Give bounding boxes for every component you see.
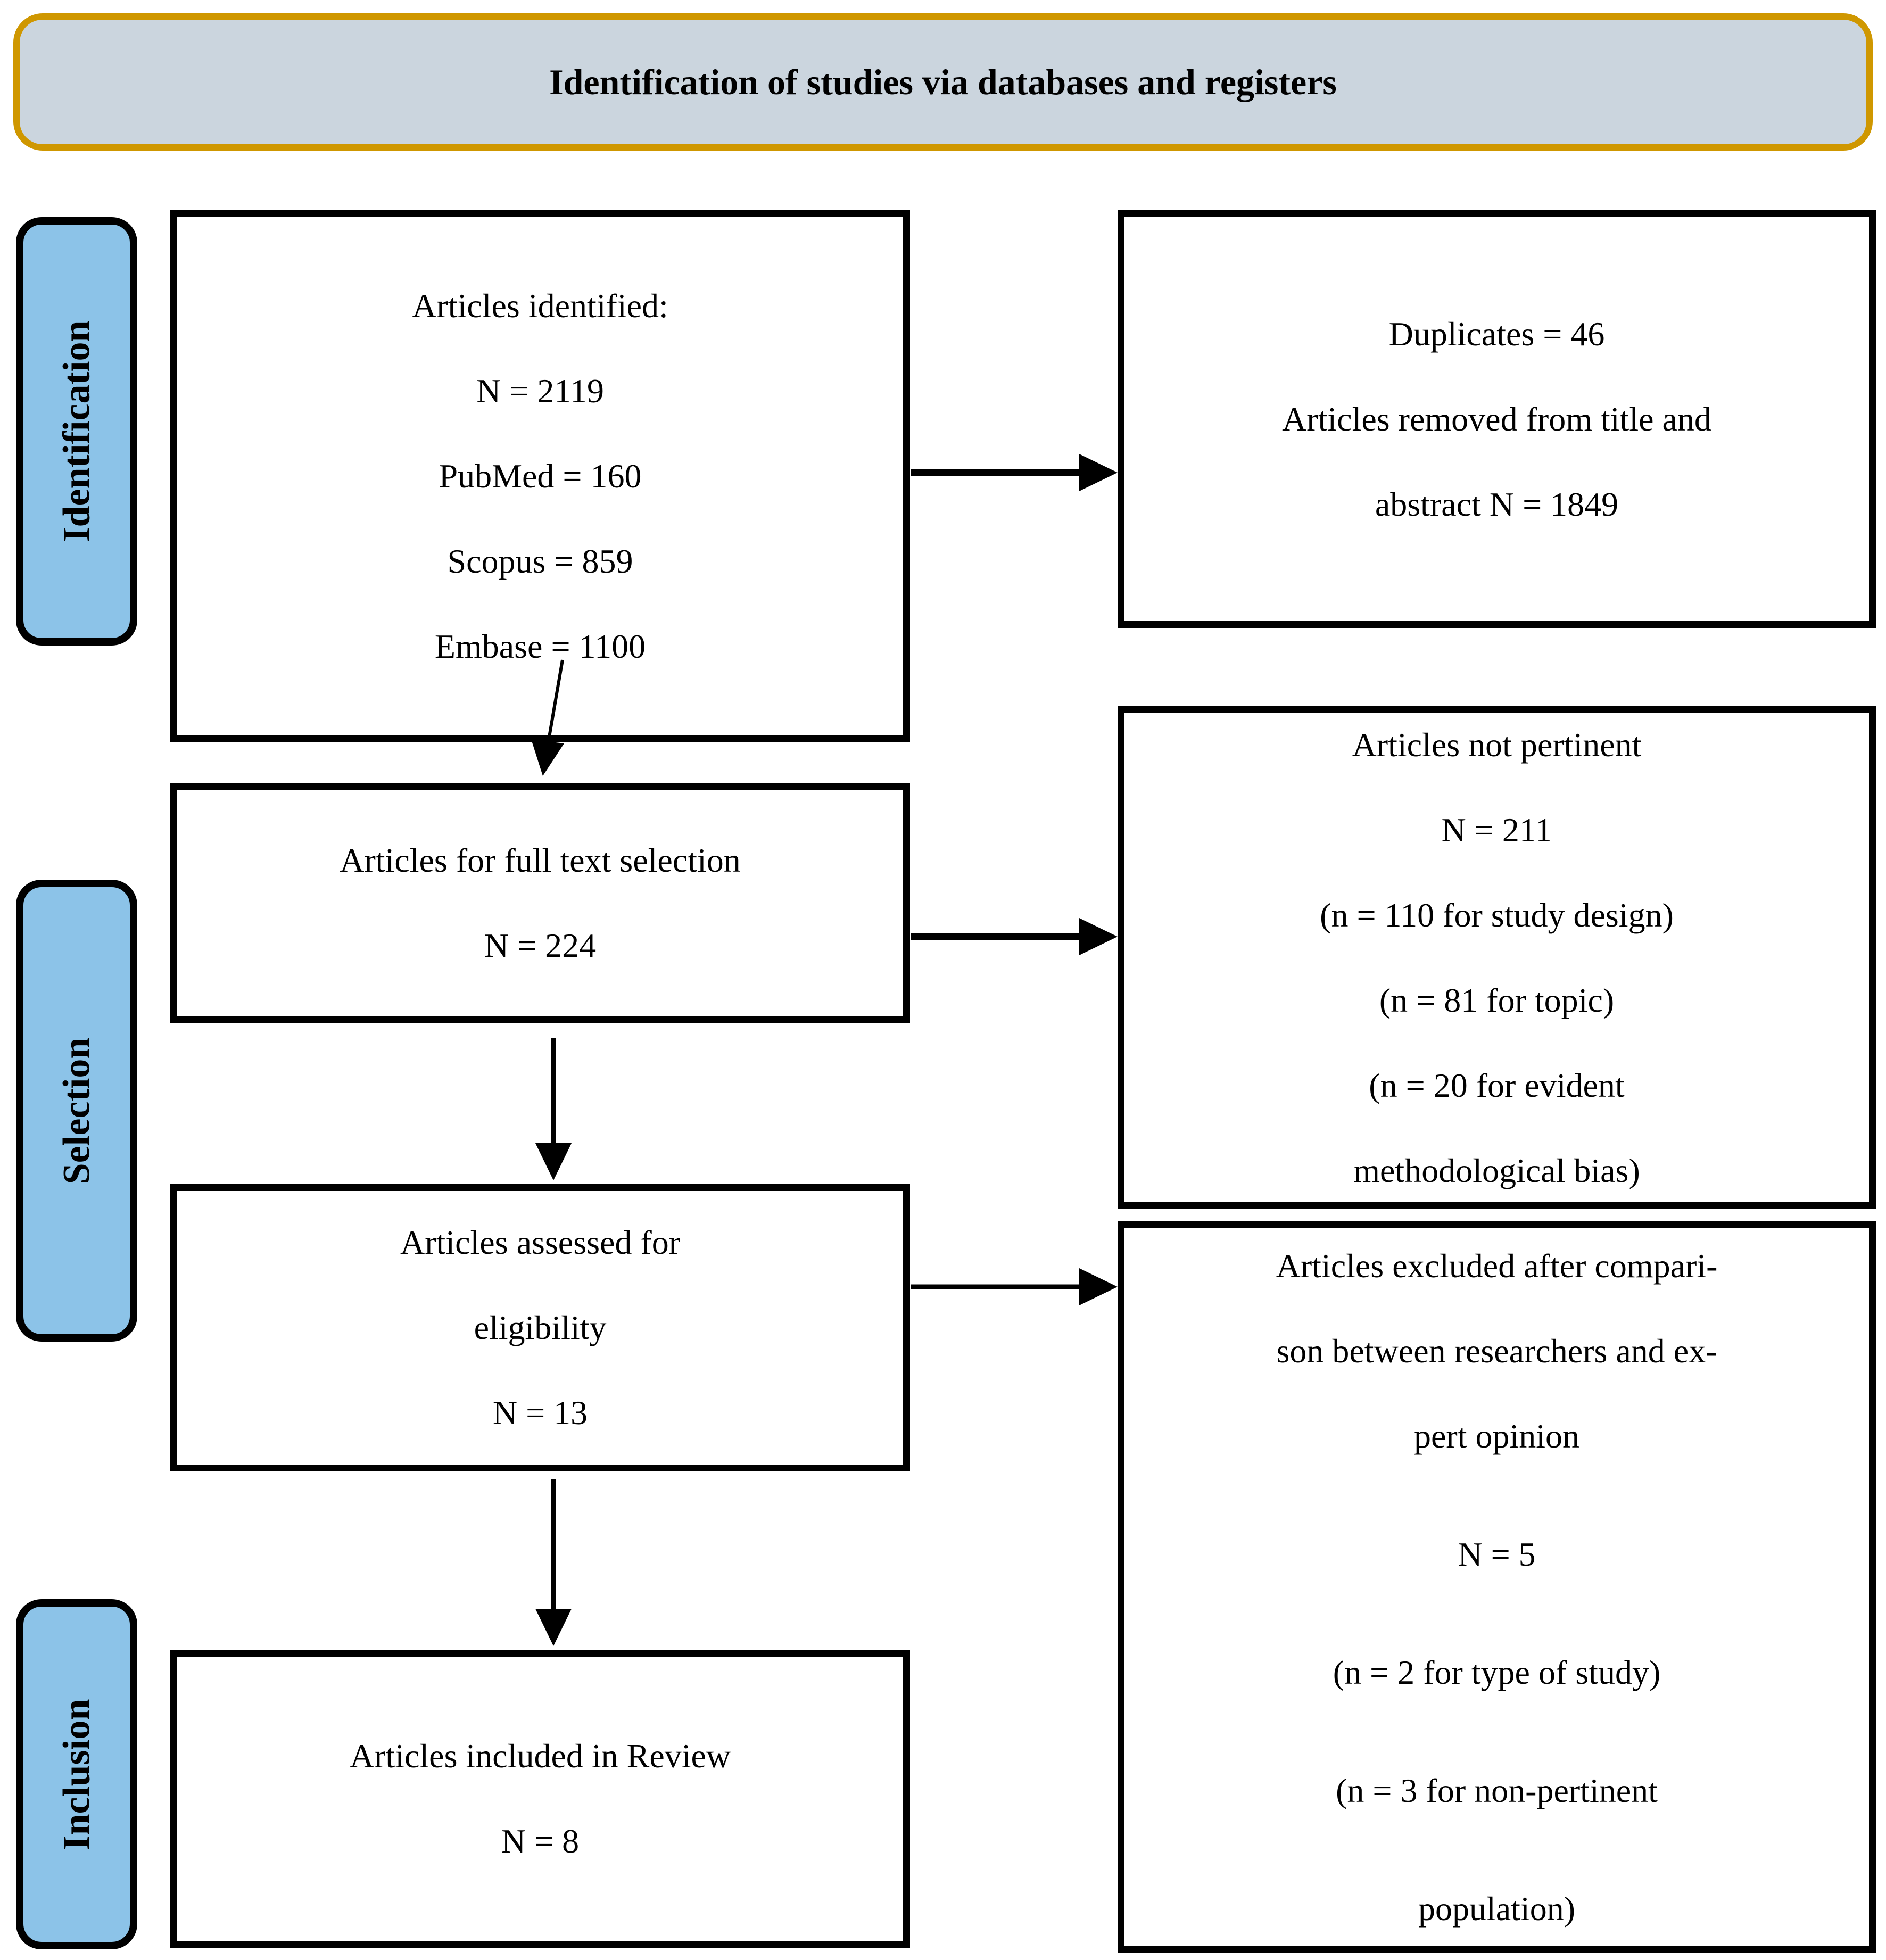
stage-label-selection-text: Selection — [55, 1037, 98, 1184]
box-articles-included: Articles included in Review N = 8 — [170, 1650, 910, 1948]
box-articles-not-pertinent-line: Articles not pertinent — [1352, 725, 1642, 764]
box-articles-not-pertinent-line: (n = 20 for evident — [1369, 1066, 1625, 1104]
stage-label-inclusion: Inclusion — [16, 1599, 137, 1949]
box-articles-excluded-line: pert opinion — [1413, 1417, 1580, 1455]
box-articles-not-pertinent: Articles not pertinent N = 211 (n = 110 … — [1118, 706, 1876, 1209]
diagram-title: Identification of studies via databases … — [549, 61, 1337, 102]
box-assessed-for-eligibility-line: eligibility — [474, 1309, 607, 1346]
box-articles-identified-line: Embase = 1100 — [434, 627, 646, 665]
arrow-assessed-to-excluded-icon — [911, 1268, 1118, 1305]
box-articles-identified-line: PubMed = 160 — [439, 457, 642, 495]
stage-label-selection: Selection — [16, 880, 137, 1342]
box-articles-not-pertinent-line: N = 211 — [1441, 811, 1552, 849]
box-full-text-selection: Articles for full text selection N = 224 — [170, 783, 910, 1023]
box-articles-identified-line: N = 2119 — [476, 372, 604, 410]
box-articles-included-line: N = 8 — [501, 1822, 580, 1860]
box-articles-excluded-line: (n = 3 for non-pertinent — [1336, 1771, 1658, 1809]
box-articles-excluded: Articles excluded after compari- son bet… — [1118, 1221, 1876, 1953]
stage-label-identification: Identification — [16, 217, 137, 646]
arrow-identified-to-duplicates-icon — [911, 454, 1118, 491]
box-assessed-for-eligibility-line: Articles assessed for — [400, 1223, 681, 1261]
box-articles-excluded-line: (n = 2 for type of study) — [1333, 1653, 1661, 1691]
arrow-assessed-to-included-icon — [535, 1479, 572, 1646]
box-duplicates-removed-line: Articles removed from title and — [1282, 400, 1711, 438]
box-full-text-selection-line: Articles for full text selection — [340, 841, 741, 879]
diagram-title-banner: Identification of studies via databases … — [13, 13, 1873, 151]
box-assessed-for-eligibility: Articles assessed for eligibility N = 13 — [170, 1184, 910, 1471]
stage-label-identification-text: Identification — [55, 320, 98, 542]
box-articles-not-pertinent-line: (n = 110 for study design) — [1320, 896, 1674, 934]
box-duplicates-removed: Duplicates = 46 Articles removed from ti… — [1118, 210, 1876, 628]
box-articles-excluded-line: son between researchers and ex- — [1276, 1332, 1717, 1370]
arrow-fulltext-to-notpertinent-icon — [911, 918, 1118, 955]
box-articles-identified-line: Articles identified: — [412, 287, 668, 325]
box-articles-not-pertinent-line: (n = 81 for topic) — [1379, 981, 1615, 1019]
box-duplicates-removed-line: abstract N = 1849 — [1375, 485, 1619, 523]
box-articles-identified: Articles identified: N = 2119 PubMed = 1… — [170, 210, 910, 742]
box-articles-included-line: Articles included in Review — [349, 1737, 731, 1775]
box-articles-excluded-line: N = 5 — [1458, 1535, 1536, 1573]
box-articles-excluded-line: Articles excluded after compari- — [1276, 1246, 1718, 1285]
box-articles-excluded-line: population) — [1418, 1889, 1576, 1928]
stage-label-inclusion-text: Inclusion — [55, 1698, 98, 1850]
arrow-fulltext-to-assessed-icon — [535, 1038, 572, 1180]
box-articles-identified-line: Scopus = 859 — [447, 542, 633, 580]
box-duplicates-removed-line: Duplicates = 46 — [1388, 315, 1605, 353]
box-assessed-for-eligibility-line: N = 13 — [492, 1394, 588, 1432]
box-articles-not-pertinent-line: methodological bias) — [1353, 1151, 1640, 1189]
box-full-text-selection-line: N = 224 — [484, 927, 597, 964]
